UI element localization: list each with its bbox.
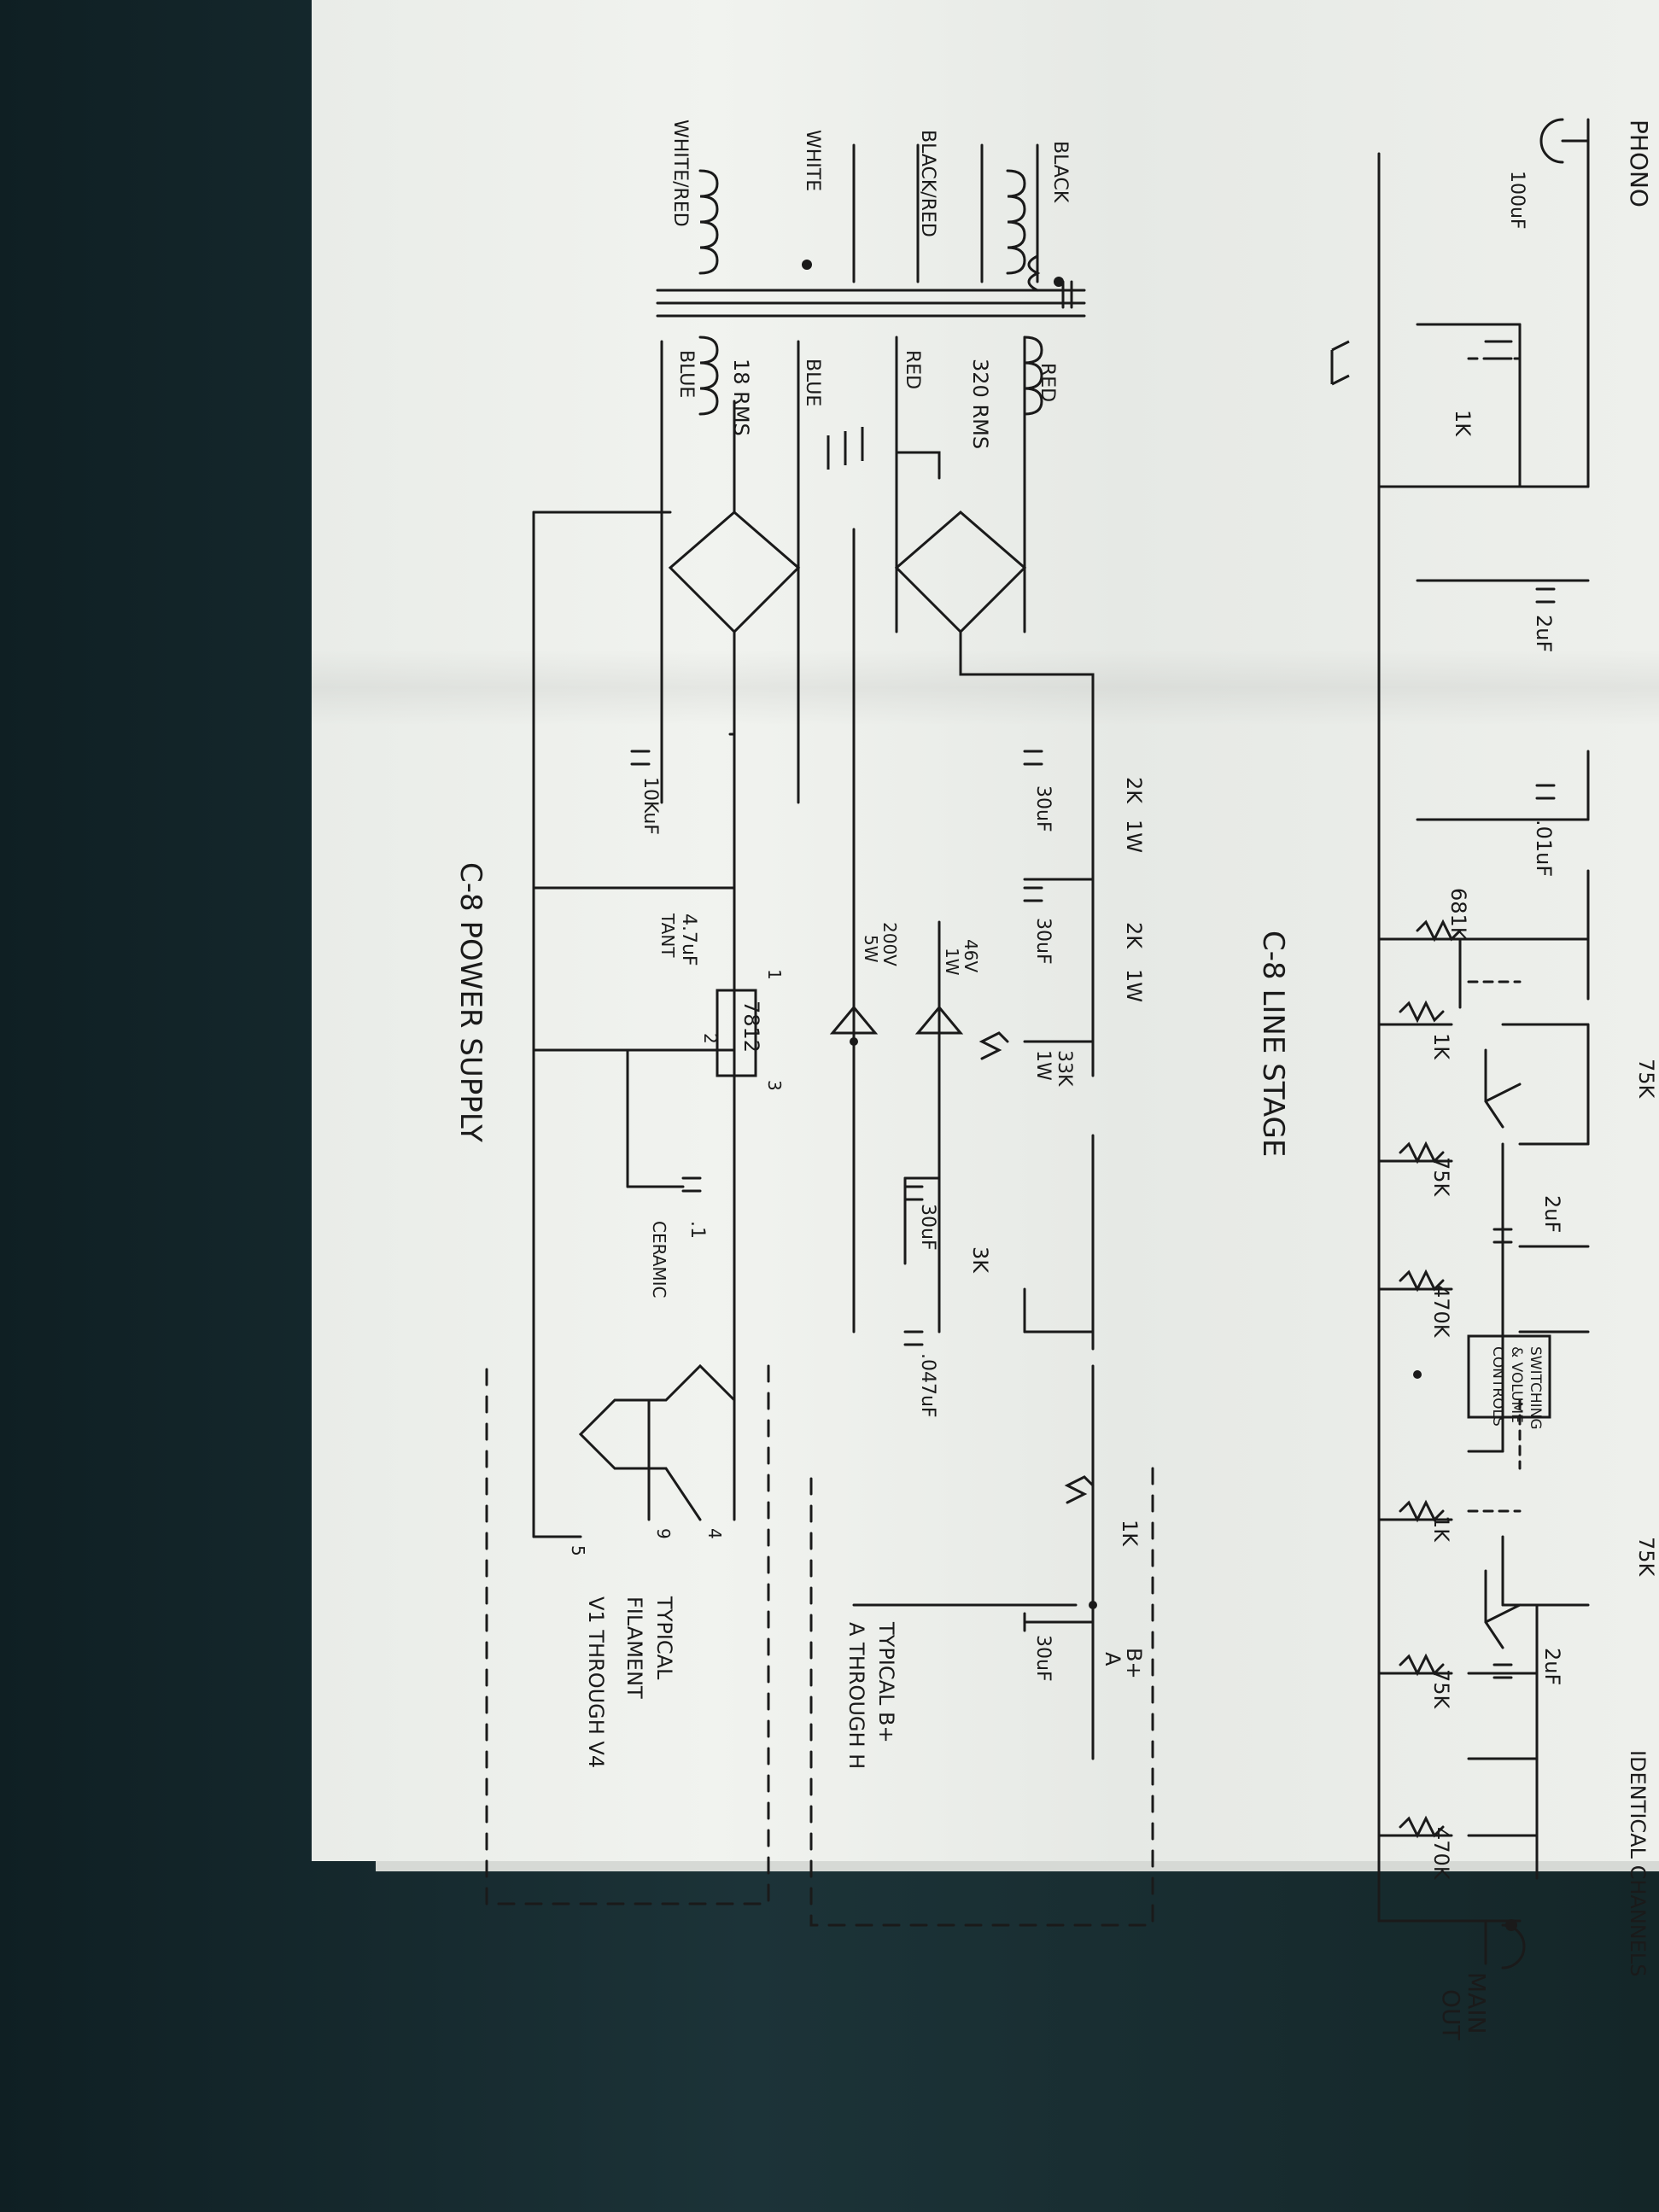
label-200v-b: 5W xyxy=(861,935,881,963)
label-1k-bplus: 1K xyxy=(1118,1520,1142,1547)
label-047uf: .047uF xyxy=(917,1353,938,1418)
main-out-label-1: MAIN xyxy=(1463,1972,1491,2034)
power-supply-title: C-8 POWER SUPPLY xyxy=(453,862,488,1142)
label-2uf-c: 2uF xyxy=(1540,1648,1564,1685)
filament-pin-4: 4 xyxy=(704,1528,725,1539)
line-stage-title: C-8 LINE STAGE xyxy=(1256,931,1290,1157)
label-681k: 681K xyxy=(1446,888,1470,942)
identical-channels-label: IDENTICAL CHANNELS xyxy=(1626,1750,1650,1977)
label-46v-b: 1W xyxy=(942,948,962,976)
label-2k-2-b: 1W xyxy=(1122,969,1146,1002)
switching-label-1: SWITCHING xyxy=(1527,1346,1544,1430)
label-30uf-3: 30uF xyxy=(917,1204,938,1251)
label-2k-2-a: 2K xyxy=(1122,922,1146,949)
reg-pin-2: 2 xyxy=(700,1033,721,1044)
label-1k-c: 1K xyxy=(1429,1515,1453,1543)
lv-rating: 18 RMS xyxy=(729,359,753,436)
label-bplus-a: A xyxy=(1101,1652,1124,1666)
primary-black: BLACK xyxy=(1049,141,1071,203)
reg-pin-1: 1 xyxy=(764,969,785,980)
switching-label-2: & VOLUME xyxy=(1508,1346,1525,1423)
label-30uf-bplus: 30uF xyxy=(1032,1635,1054,1682)
label-2k-1-b: 1W xyxy=(1122,820,1146,853)
paper-edge xyxy=(376,1861,1659,1871)
label-ceramic: CERAMIC xyxy=(649,1221,669,1299)
label-7812: 7812 xyxy=(739,1001,763,1053)
lv-blue-top: BLUE xyxy=(802,359,823,406)
typical-bplus-1: TYPICAL B+ xyxy=(874,1621,898,1743)
label-ceramic-value: .1 xyxy=(686,1221,708,1239)
label-bplus: B+ xyxy=(1122,1648,1146,1679)
hv-red-top: RED xyxy=(1037,363,1058,402)
hv-rating: 320 RMS xyxy=(968,359,992,449)
label-2k-1-a: 2K xyxy=(1122,777,1146,804)
label-1k-a: 1K xyxy=(1451,410,1475,437)
reg-pin-3: 3 xyxy=(764,1080,785,1091)
paper-fold-shadow xyxy=(312,649,1659,726)
label-01uf: .01uF xyxy=(1532,820,1556,877)
label-30uf-1: 30uF xyxy=(1032,785,1054,832)
lv-blue-bottom: BLUE xyxy=(675,350,697,398)
label-3k: 3K xyxy=(968,1246,992,1274)
typical-bplus-2: A THROUGH H xyxy=(844,1622,868,1769)
top-cut-label-a: 75K xyxy=(1634,1059,1658,1100)
node-dots xyxy=(802,260,1517,1931)
schematic-paper xyxy=(312,0,1659,1861)
top-cut-label-b: 75K xyxy=(1634,1537,1658,1578)
line-stage-labels: PHONO IDENTICAL CHANNELS 75K 75K MAIN OU… xyxy=(1256,120,1658,2041)
filament-pin-5: 5 xyxy=(568,1545,588,1556)
power-supply-labels: BLACK BLACK/RED WHITE WHITE/RED RED 320 … xyxy=(453,120,1146,1769)
primary-white: WHITE xyxy=(802,130,823,191)
label-33k-b: 1W xyxy=(1032,1050,1054,1081)
label-2uf-b: 2uF xyxy=(1540,1195,1564,1233)
phono-label: PHONO xyxy=(1625,120,1653,207)
label-2uf-a: 2uF xyxy=(1532,615,1556,652)
label-1k-b: 1K xyxy=(1429,1033,1453,1060)
main-out-label-2: OUT xyxy=(1437,1989,1465,2041)
label-30uf-2: 30uF xyxy=(1032,918,1054,965)
typical-filament-2: FILAMENT xyxy=(622,1596,646,1699)
label-75k-b: 75K xyxy=(1429,1669,1453,1710)
label-470k-b: 470K xyxy=(1429,1827,1453,1881)
label-47uf: 4.7uF xyxy=(678,913,699,966)
ground-symbols xyxy=(827,340,1350,470)
filament-pin-9: 9 xyxy=(653,1528,674,1539)
wires xyxy=(485,118,1590,1970)
label-tant: TANT xyxy=(657,913,678,958)
label-200v-a: 200V xyxy=(879,922,900,966)
hv-red-bottom: RED xyxy=(902,350,923,389)
label-100uf: 100uF xyxy=(1506,171,1528,230)
typical-filament-3: V1 THROUGH V4 xyxy=(584,1596,608,1768)
label-470k-a: 470K xyxy=(1429,1285,1453,1339)
switching-label-3: CONTROLS xyxy=(1489,1346,1506,1427)
label-75k-a: 75K xyxy=(1429,1157,1453,1198)
typical-filament-1: TYPICAL xyxy=(652,1596,676,1680)
primary-black-red: BLACK/RED xyxy=(917,130,938,237)
primary-white-red: WHITE/RED xyxy=(669,120,691,227)
label-33k-a: 33K xyxy=(1054,1050,1075,1087)
label-10kuf: 10KuF xyxy=(640,777,661,835)
label-46v-a: 46V xyxy=(961,939,981,972)
